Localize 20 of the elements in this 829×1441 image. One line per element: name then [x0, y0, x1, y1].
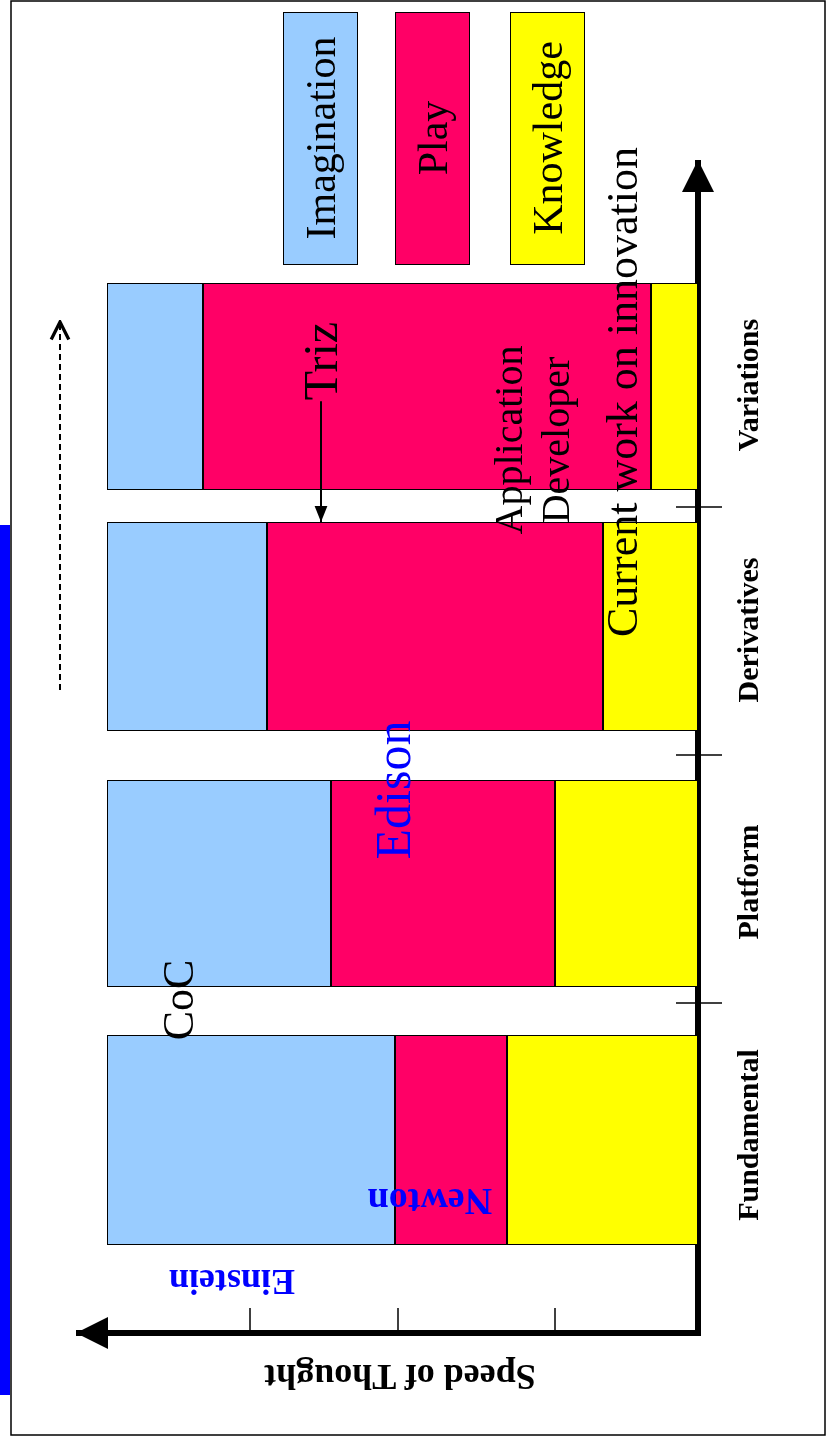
knowledge-segment [555, 780, 698, 987]
arrow [314, 400, 328, 523]
imagination-segment [107, 522, 267, 731]
role-label: Application Developer [485, 344, 579, 537]
method-label: Triz [297, 321, 345, 401]
legend-label: Imagination [296, 36, 345, 240]
category-label: Derivatives [731, 557, 765, 703]
name-label: Edison [364, 720, 422, 860]
legend-label: Knowledge [523, 41, 572, 235]
imagination-segment [107, 283, 203, 490]
category-label: Platform [731, 824, 765, 940]
category-label: Fundamental [731, 1049, 765, 1221]
legend-label: Play [408, 100, 457, 176]
category-label: Variations [731, 318, 765, 452]
knowledge-segment [651, 283, 698, 490]
knowledge-segment [507, 1035, 698, 1245]
axis-title: Speed of Thought [264, 1356, 536, 1398]
note-text: Current work on innovation [596, 147, 648, 637]
name-label: Einstein [169, 1261, 295, 1303]
name-label: Newton [367, 1180, 493, 1224]
